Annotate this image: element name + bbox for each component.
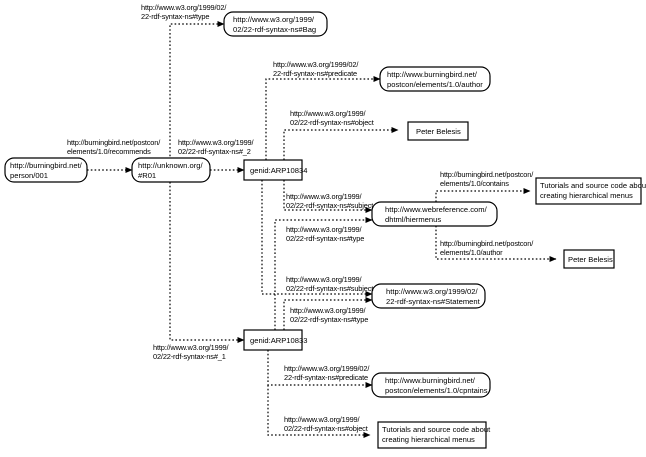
node-literal-peter-belesis-1: Peter Belesis <box>407 121 469 141</box>
edge-label-a833-type: http://www.w3.org/1999/ 02/22-rdf-syntax… <box>290 306 368 324</box>
edge-label-a834-subject-line2: 02/22-rdf-syntax-ns#subject <box>286 201 373 210</box>
node-author-resource-line1: http://www.burningbird.net/ <box>387 70 478 79</box>
node-rdf-bag-line2: 02/22-rdf-syntax-ns#Bag <box>233 25 316 34</box>
edge-label-r01-type-line1: http://www.w3.org/1999/02/ <box>141 3 227 12</box>
node-rdf-statement-line2: 22-rdf-syntax-ns#Statement <box>386 297 481 306</box>
edge-a834-type <box>261 180 373 297</box>
edge-label-a834-predicate-line1: http://www.w3.org/1999/02/ <box>273 60 359 69</box>
nodes: http://burningbird.net/ person/001 http:… <box>4 11 646 449</box>
edges <box>87 21 557 438</box>
node-contains-resource: http://www.burningbird.net/ postcon/elem… <box>371 372 491 398</box>
edge-r01-type <box>169 21 225 160</box>
edge-label-r01-type-line2: 22-rdf-syntax-ns#type <box>141 12 209 21</box>
node-literal-tutorials-1-line2: creating hierarchical menus <box>540 191 633 200</box>
edge-label-r01-type: http://www.w3.org/1999/02/ 22-rdf-syntax… <box>141 3 227 21</box>
edge-label-a834-subject-line1: http://www.w3.org/1999/ <box>286 192 363 201</box>
edge-label-r01-li1: http://www.w3.org/1999/ 02/22-rdf-syntax… <box>153 343 230 361</box>
edge-label-hier-author-line1: http://burningbird.net/postcon/ <box>440 239 534 248</box>
node-person-001-line2: person/001 <box>10 171 48 180</box>
edge-labels: http://burningbird.net/postcon/ elements… <box>67 3 534 433</box>
edge-label-a834-type: http://www.w3.org/1999/ 02/22-rdf-syntax… <box>286 225 364 243</box>
edge-label-a834-type-line2: 02/22-rdf-syntax-ns#type <box>286 234 364 243</box>
edge-label-a833-subject: http://www.w3.org/1999/ 02/22-rdf-syntax… <box>286 275 373 293</box>
node-literal-tutorials-2-line1: Tutorials and source code about <box>382 425 491 434</box>
node-rdf-bag-line1: http://www.w3.org/1999/ <box>233 15 315 24</box>
edge-label-a834-predicate-line2: 22-rdf-syntax-ns#predicate <box>273 69 357 78</box>
edge-label-a833-object: http://www.w3.org/1999/ 02/22-rdf-syntax… <box>284 415 368 433</box>
node-rdf-bag: http://www.w3.org/1999/ 02/22-rdf-syntax… <box>223 11 328 37</box>
edge-r01-li1 <box>169 182 245 343</box>
edge-label-a833-object-line1: http://www.w3.org/1999/ <box>284 415 361 424</box>
edge-label-a834-object-line2: 02/22-rdf-syntax-ns#object <box>290 118 374 127</box>
edge-label-a833-predicate: http://www.w3.org/1999/02/ 22-rdf-syntax… <box>284 364 370 382</box>
node-author-resource: http://www.burningbird.net/ postcon/elem… <box>379 66 491 92</box>
node-contains-resource-line1: http://www.burningbird.net/ <box>385 376 476 385</box>
edge-label-a834-object: http://www.w3.org/1999/ 02/22-rdf-syntax… <box>290 109 374 127</box>
edge-a834-object <box>283 127 399 160</box>
node-literal-tutorials-2-line2: creating hierarchical menus <box>382 435 475 444</box>
node-person-001: http://burningbird.net/ person/001 <box>4 157 88 183</box>
edge-label-a833-type-line2: 02/22-rdf-syntax-ns#type <box>290 315 368 324</box>
edge-label-a833-subject-line1: http://www.w3.org/1999/ <box>286 275 363 284</box>
edge-label-a834-subject: http://www.w3.org/1999/ 02/22-rdf-syntax… <box>286 192 373 210</box>
node-person-001-line1: http://burningbird.net/ <box>10 161 83 170</box>
edge-label-hier-author: http://burningbird.net/postcon/ elements… <box>440 239 534 257</box>
node-hiermenus: http://www.webreference.com/ dhtml/hierm… <box>371 201 498 227</box>
node-hiermenus-line1: http://www.webreference.com/ <box>385 205 488 214</box>
edge-label-r01-li1-line2: 02/22-rdf-syntax-ns#_1 <box>153 352 226 361</box>
node-author-resource-line2: postcon/elements/1.0/author <box>387 80 483 89</box>
edge-label-a833-predicate-line1: http://www.w3.org/1999/02/ <box>284 364 370 373</box>
edge-a833-type <box>283 297 373 330</box>
node-hiermenus-line2: dhtml/hiermenus <box>385 215 441 224</box>
edge-a834-subject <box>283 180 373 213</box>
node-rdf-statement: http://www.w3.org/1999/02/ 22-rdf-syntax… <box>371 283 486 309</box>
node-r01-line2: #R01 <box>138 171 156 180</box>
node-rdf-statement-line1: http://www.w3.org/1999/02/ <box>386 287 478 296</box>
edge-label-r01-li2: http://www.w3.org/1999/ 02/22-rdf-syntax… <box>178 138 255 156</box>
node-r01-line1: http://unknown.org/ <box>138 161 203 170</box>
node-literal-peter-belesis-2: Peter Belesis <box>563 249 615 269</box>
edge-a834-predicate <box>265 76 381 160</box>
node-genid-arp10834-label: genid:ARP10834 <box>250 166 307 175</box>
edge-label-recommends-line1: http://burningbird.net/postcon/ <box>67 138 161 147</box>
edge-label-a834-object-line1: http://www.w3.org/1999/ <box>290 109 367 118</box>
node-literal-tutorials-2: Tutorials and source code about creating… <box>377 421 491 449</box>
node-literal-peter-belesis-2-label: Peter Belesis <box>568 255 613 264</box>
edge-label-hier-author-line2: elements/1.0/author <box>440 248 503 257</box>
edge-label-hier-contains: http://burningbird.net/postcon/ elements… <box>440 170 534 188</box>
node-r01: http://unknown.org/ #R01 <box>131 157 211 183</box>
edge-label-recommends: http://burningbird.net/postcon/ elements… <box>67 138 161 156</box>
edge-label-hier-contains-line2: elements/1.0/contains <box>440 179 509 188</box>
node-literal-peter-belesis-1-label: Peter Belesis <box>416 127 461 136</box>
edge-label-a834-type-line1: http://www.w3.org/1999/ <box>286 225 363 234</box>
edge-hier-author <box>435 222 557 262</box>
edge-label-r01-li1-line1: http://www.w3.org/1999/ <box>153 343 230 352</box>
edge-a833-object <box>267 385 371 438</box>
node-genid-arp10833: genid:ARP10833 <box>243 329 307 351</box>
edge-label-a833-subject-line2: 02/22-rdf-syntax-ns#subject <box>286 284 373 293</box>
edge-label-a833-object-line2: 02/22-rdf-syntax-ns#object <box>284 424 368 433</box>
edge-label-recommends-line2: elements/1.0/recommends <box>67 147 151 156</box>
edge-hier-contains <box>435 188 531 202</box>
node-literal-tutorials-1-line1: Tutorials and source code about <box>540 181 646 190</box>
edge-label-a834-predicate: http://www.w3.org/1999/02/ 22-rdf-syntax… <box>273 60 359 78</box>
node-genid-arp10833-label: genid:ARP10833 <box>250 336 307 345</box>
edge-label-a833-type-line1: http://www.w3.org/1999/ <box>290 306 367 315</box>
edge-label-a833-predicate-line2: 22-rdf-syntax-ns#predicate <box>284 373 368 382</box>
node-literal-tutorials-1: Tutorials and source code about creating… <box>535 177 646 205</box>
edge-label-hier-contains-line1: http://burningbird.net/postcon/ <box>440 170 534 179</box>
node-contains-resource-line2: postcon/elements/1.0/cpntains <box>385 386 488 395</box>
node-genid-arp10834: genid:ARP10834 <box>243 159 307 181</box>
edge-label-r01-li2-line2: 02/22-rdf-syntax-ns#_2 <box>178 147 251 156</box>
edge-label-r01-li2-line1: http://www.w3.org/1999/ <box>178 138 255 147</box>
